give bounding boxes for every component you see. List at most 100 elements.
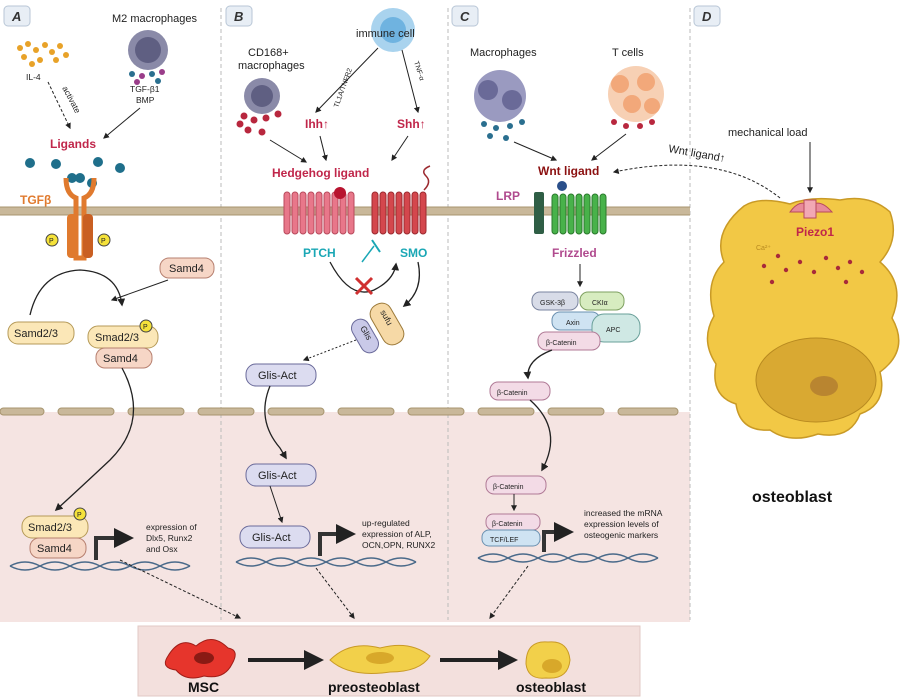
glis-release-arrow <box>302 339 357 362</box>
frizzled-receptor-icon <box>551 193 607 235</box>
tnf-arrow <box>401 49 420 114</box>
bcat-to-nucleus-arrow <box>529 399 552 472</box>
smo-label: SMO <box>400 246 427 260</box>
phospho-label: P <box>101 238 106 245</box>
il4-label: IL-4 <box>26 72 41 82</box>
lrp-label: LRP <box>496 189 520 203</box>
glis-act-box-1 <box>245 363 317 387</box>
tgf-label: TGF-β1 <box>130 84 160 94</box>
shh-to-hh-arrow <box>391 135 409 161</box>
tgfb-label: TGFβ <box>20 193 51 207</box>
glis-act-label-1: Glis-Act <box>258 370 297 382</box>
gsk-label: GSK-3β <box>540 300 565 307</box>
block-x-icon <box>354 276 374 296</box>
panel-labels: A B C D <box>3 5 721 27</box>
tl1a-label: TL1A/TNFR2 <box>333 67 354 108</box>
ca-label: Ca²⁺ <box>756 245 771 252</box>
nuclear-membrane <box>0 407 679 416</box>
shh-label: Shh↑ <box>397 117 426 131</box>
samd4-bound-box <box>95 347 153 369</box>
bcat-complex-label: β-Catenin <box>546 340 577 347</box>
tcf-label: TCF/LEF <box>490 537 518 544</box>
expr-b-line3: OCN,OPN, RUNX2 <box>362 540 435 550</box>
expr-b-line1: up-regulated <box>362 518 410 528</box>
wnt-bound-icon <box>557 181 567 191</box>
phospho-label: P <box>49 238 54 245</box>
tcf-box <box>481 529 541 547</box>
phospho-icon <box>97 233 111 247</box>
il4-cluster-icon <box>17 41 69 67</box>
inhibit-line <box>361 245 375 263</box>
wnt-up-label: Wnt ligand↑ <box>667 143 726 165</box>
samd4-label: Samd4 <box>169 263 204 275</box>
tcells-to-wnt-arrow <box>591 133 627 161</box>
expr-a-line1: expression of <box>146 522 197 532</box>
piezo-to-wnt-arrow <box>612 164 781 199</box>
phospho-icon <box>73 507 87 521</box>
glis-to-dna-arrow <box>269 485 284 524</box>
hedgehog-ligand-icon <box>334 187 346 199</box>
activate-arrow <box>47 81 71 130</box>
bcat-label-3: β-Catenin <box>492 521 523 528</box>
glis-act-label-3: Glis-Act <box>252 532 291 544</box>
ligands-label: Ligands <box>50 137 96 151</box>
phospho-label: P <box>77 512 82 519</box>
expr-a-line3: and Osx <box>146 544 178 554</box>
lrp-receptor-icon <box>534 192 544 234</box>
macro-to-hh-arrow <box>269 139 308 163</box>
nucleolus-icon <box>810 376 838 396</box>
bmp-label: BMP <box>136 95 155 105</box>
ihh-label: Ihh↑ <box>305 117 329 131</box>
smo-to-sufu-arrow <box>402 261 421 307</box>
ihh-to-hh-arrow <box>319 135 328 162</box>
smad-to-nucleus-arrow <box>54 367 135 512</box>
smo-receptor-icon <box>371 191 427 235</box>
tnf-label: TNF-α <box>412 60 425 81</box>
ligand-dots-icon <box>25 157 125 188</box>
a-to-bottom-arrow <box>119 559 242 619</box>
apc-label: APC <box>606 327 620 334</box>
calcium-dots-icon <box>761 253 865 285</box>
transcription-arrow-c <box>542 522 574 552</box>
phospho-label: P <box>143 324 148 331</box>
immune-cell-icon <box>371 8 415 52</box>
tgfb-receptor-icon <box>63 173 97 261</box>
complex-to-bcat-arrow <box>523 349 553 380</box>
piezo1-label: Piezo1 <box>796 225 834 239</box>
panel-label-c: C <box>460 9 470 24</box>
expr-b-line2: expression of ALP, <box>362 529 432 539</box>
samd23-label: Samd2/3 <box>14 328 58 340</box>
hedgehog-label: Hedgehog ligand <box>272 166 369 180</box>
panel-label-a: A <box>11 9 21 24</box>
osteoblast-label: osteoblast <box>516 679 586 695</box>
nuclear-samd4-box <box>29 537 87 559</box>
m2-macrophages-label: M2 macrophages <box>112 13 197 25</box>
macrophages-label: Macrophages <box>470 47 537 59</box>
dna-icon <box>235 557 417 567</box>
bcat-box-2 <box>485 475 547 495</box>
activate-label: activate <box>60 84 83 115</box>
cd168-label-1: CD168+ <box>248 47 289 59</box>
smo-tail-icon <box>423 165 431 191</box>
bcat-box-1 <box>489 381 551 401</box>
panel-label-d: D <box>702 9 712 24</box>
ptch-smo-arrow <box>329 261 400 293</box>
m2-macrophage-icon <box>128 30 168 85</box>
destruction-complex-icon <box>531 291 641 351</box>
osteoblast-title: osteoblast <box>752 489 833 506</box>
nuclear-smad23-label: Smad2/3 <box>28 522 72 534</box>
glis-act-label-2: Glis-Act <box>258 470 297 482</box>
panel-label-b: B <box>234 9 243 24</box>
piezo1-channel-icon <box>789 199 834 219</box>
tcells-icon <box>608 66 664 129</box>
mechanical-load-label: mechanical load <box>728 127 808 139</box>
nuclear-samd4-label: Samd4 <box>37 543 72 555</box>
phospho-icon <box>45 233 59 247</box>
sufu-glis-complex-icon <box>351 302 405 354</box>
glis-act-box-2 <box>245 463 317 487</box>
macro-to-wnt-arrow <box>513 141 558 161</box>
immune-cell-label: immune cell <box>356 28 415 40</box>
transcription-arrow-b <box>318 524 356 556</box>
